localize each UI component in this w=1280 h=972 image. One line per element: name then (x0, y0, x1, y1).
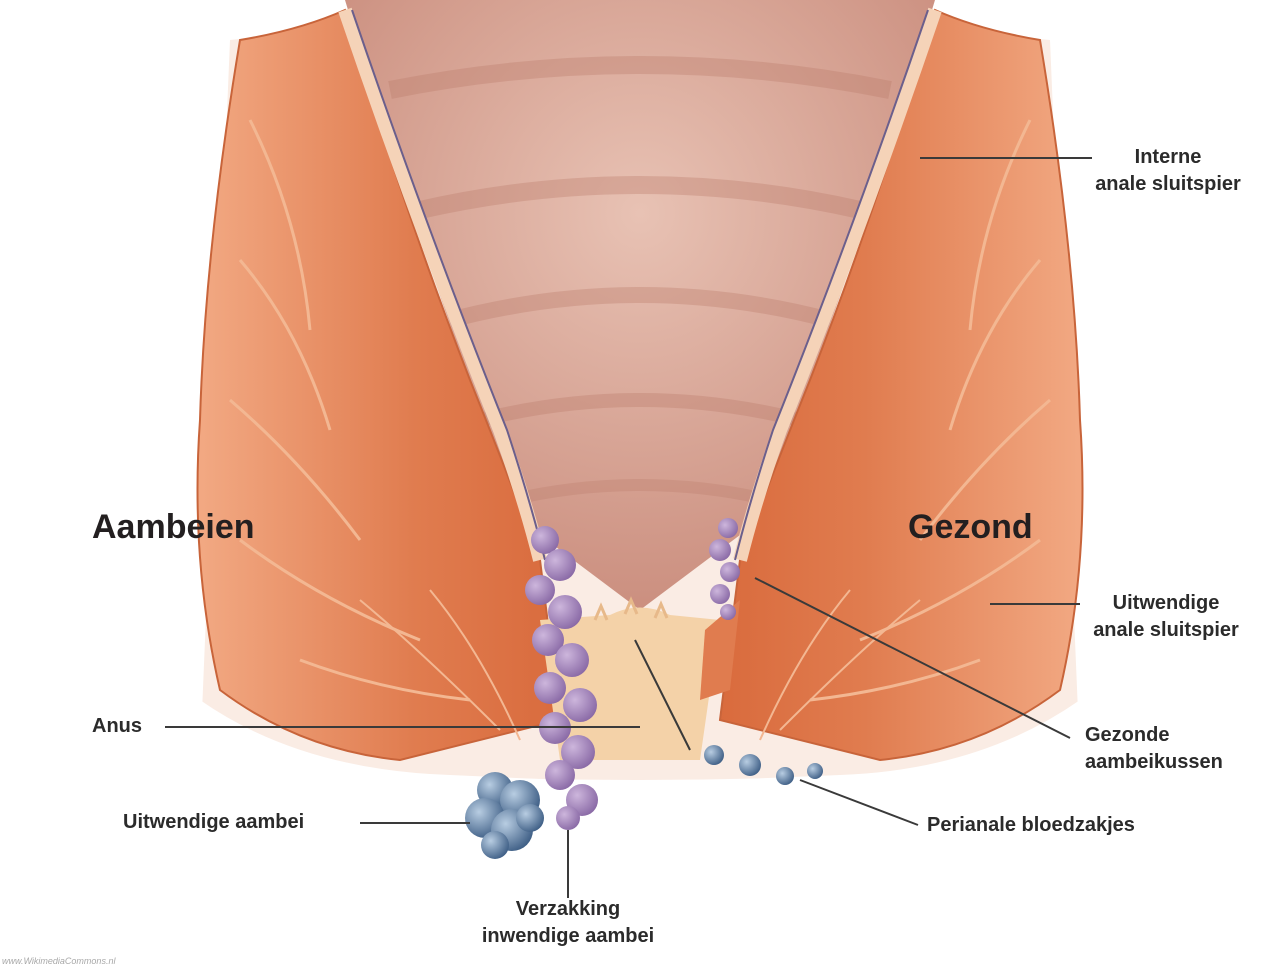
label-external-sphincter-line1: Uitwendige (1112, 592, 1220, 614)
healthy-cushions (709, 518, 740, 620)
label-external-sphincter-line2: anale sluitspier (1093, 619, 1239, 641)
label-prolapse-line2: inwendige aambei (481, 925, 655, 947)
label-healthy-cushions-line2: aambeikussen (1085, 751, 1223, 773)
label-prolapse-line1: Verzakking (515, 898, 621, 920)
label-external-hemorrhoid: Uitwendige aambei (123, 811, 305, 833)
label-internal-sphincter-line1: Interne (1134, 146, 1202, 168)
label-prolapse: Verzakking inwendige aambei (468, 896, 668, 950)
label-healthy-cushions-line1: Gezonde (1085, 724, 1170, 746)
leader-lines (165, 157, 1092, 898)
label-external-sphincter: Uitwendige anale sluitspier (1075, 590, 1257, 644)
label-anus: Anus (92, 715, 142, 737)
internal-sphincter-bands (338, 7, 942, 562)
rectal-lumen (345, 0, 935, 610)
external-hemorrhoid (465, 772, 544, 859)
label-internal-sphincter-line2: anale sluitspier (1095, 173, 1241, 195)
image-credit: www.WikimediaCommons.nl (2, 956, 116, 966)
perianal-veins (704, 745, 823, 785)
title-hemorrhoids: Aambeien (92, 508, 255, 546)
title-healthy: Gezond (908, 508, 1033, 546)
label-internal-sphincter: Interne anale sluitspier (1077, 144, 1259, 198)
left-muscle (196, 8, 562, 762)
skin-surface (200, 700, 1080, 800)
label-perianal-veins: Perianale bloedzakjes (927, 814, 1135, 836)
label-healthy-cushions: Gezonde aambeikussen (1085, 722, 1223, 776)
right-muscle (718, 8, 1084, 762)
